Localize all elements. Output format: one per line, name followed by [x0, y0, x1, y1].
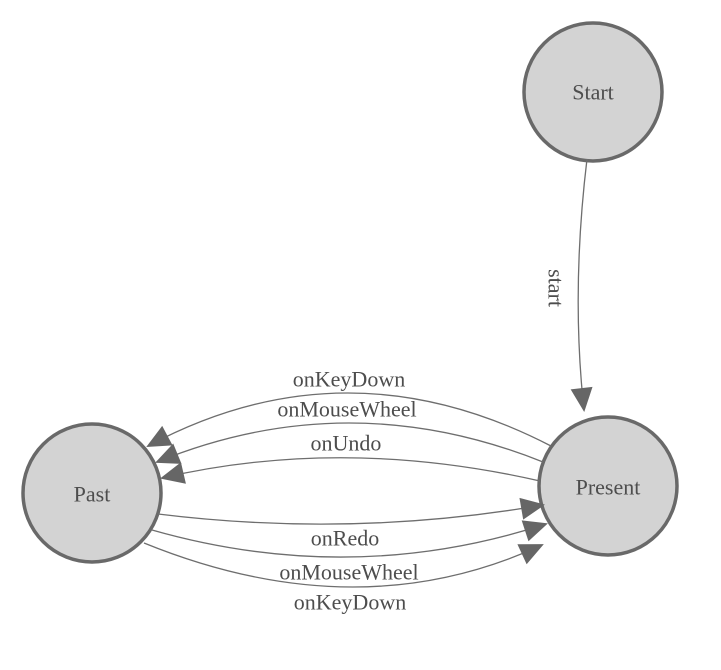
node-start-circle[interactable]: [522, 21, 664, 163]
node-present-circle[interactable]: [537, 415, 679, 557]
edge-label-onkeydown-bottom: onKeyDown: [294, 590, 406, 615]
node-start[interactable]: Start: [522, 21, 664, 163]
edge-label-onundo: onUndo: [311, 431, 382, 456]
edge-past-to-present-onkeydown[interactable]: [143, 542, 544, 588]
node-present[interactable]: Present: [537, 415, 679, 557]
edge-label-start: start: [544, 269, 569, 307]
node-start-label: Start: [572, 80, 614, 105]
edge-label-onkeydown-top: onKeyDown: [293, 367, 405, 392]
edge-label-onmousewheel-top: onMouseWheel: [277, 397, 416, 422]
edge-start-to-present[interactable]: [570, 158, 593, 412]
edge-present-to-past-onkeydown[interactable]: [146, 392, 552, 447]
edge-past-to-present-onmousewheel[interactable]: [151, 520, 548, 558]
node-past[interactable]: Past: [21, 422, 163, 564]
edges-layer: start onKeyDown onMouseWheel onUndo onRe…: [143, 158, 593, 615]
edge-label-onmousewheel-bottom: onMouseWheel: [279, 560, 418, 585]
node-present-label: Present: [576, 475, 641, 500]
edge-label-onredo: onRedo: [311, 526, 379, 551]
edge-present-to-past-onmousewheel[interactable]: [155, 422, 544, 464]
node-past-label: Past: [74, 482, 111, 507]
edge-past-to-present-onredo[interactable]: [157, 497, 545, 525]
node-past-circle[interactable]: [21, 422, 163, 564]
edge-present-to-past-onundo[interactable]: [160, 457, 541, 484]
